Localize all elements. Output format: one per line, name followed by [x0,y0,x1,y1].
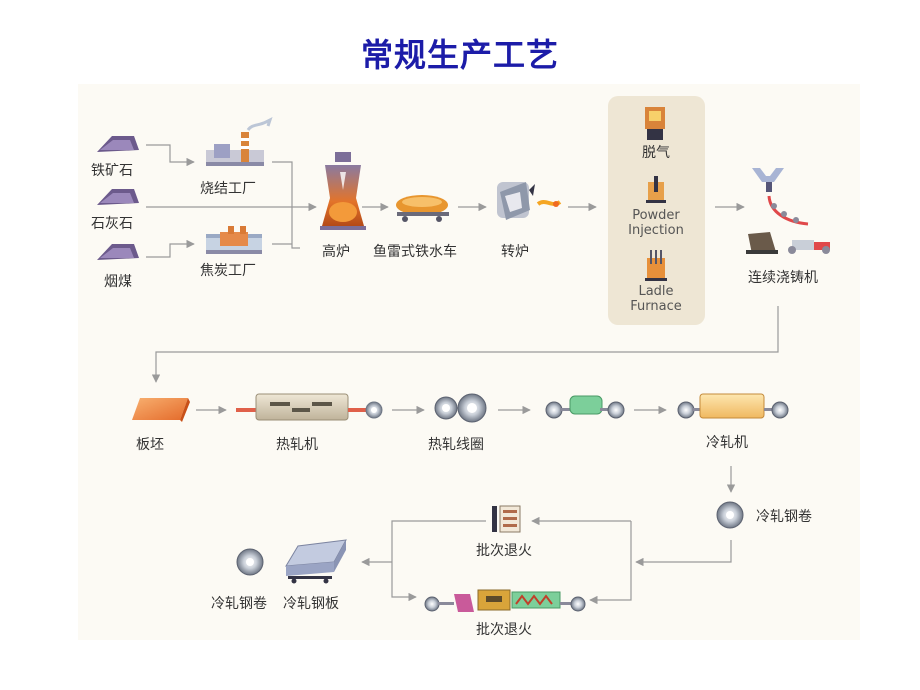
ladle-furnace-icon [645,250,667,281]
label-powder-line: Powder [632,208,680,223]
flow-arrows [146,144,779,605]
coke-plant-icon [206,226,262,254]
label-slab: 板坯 [136,437,164,453]
label-torpedo-car: 鱼雷式铁水车 [373,244,457,260]
limestone-icon [97,189,139,205]
degassing-icon [645,107,665,140]
label-coal: 烟煤 [104,274,132,290]
torpedo-car-icon [396,195,449,222]
label-coke-plant: 焦炭工厂 [200,263,256,279]
converter-icon [497,182,562,220]
diagram-panel [78,84,860,640]
label-continuous-caster: 连续浇铸机 [748,270,818,286]
sinter-plant-icon [206,117,273,166]
hot-rolling-mill-icon [236,393,383,421]
label-hot-rolling-mill: 热轧机 [276,437,318,453]
powder-injection-icon [646,176,666,203]
slab-icon [132,398,190,422]
continuous-annealing-line-icon [424,589,586,612]
label-powder-injection: Powder Injection [616,208,696,238]
cold-rolling-mill-icon [677,393,789,419]
page-title: 常规生产工艺 [360,36,559,74]
label-limestone: 石灰石 [91,216,133,232]
label-batch-annealing-bottom: 批次退火 [476,622,532,638]
label-ladle-furnace: Ladle Furnace [616,284,696,314]
label-cold-rolling-mill: 冷轧机 [706,435,748,451]
iron-ore-icon [97,136,139,152]
label-iron-ore: 铁矿石 [91,163,133,179]
cold-rolled-sheet-icon [285,539,347,584]
label-hot-rolled-coil: 热轧线圈 [428,437,484,453]
label-furnace-line: Furnace [630,299,682,314]
hot-rolled-coil-icon [434,393,487,423]
continuous-caster-icon [746,168,830,254]
label-cold-rolled-coil-right: 冷轧钢卷 [756,509,812,525]
label-cold-rolled-coil-left: 冷轧钢卷 [211,596,267,612]
pickling-line-icon [545,395,625,419]
batch-annealing-furnace-icon [492,505,521,533]
label-converter: 转炉 [501,244,529,260]
label-blast-furnace: 高炉 [322,244,350,260]
blast-furnace-icon [320,152,366,230]
label-injection-line: Injection [628,223,684,238]
cold-rolled-coil-icon [716,501,744,529]
coal-icon [97,244,139,260]
label-cold-rolled-sheet: 冷轧钢板 [283,596,339,612]
label-batch-annealing-top: 批次退火 [476,543,532,559]
label-sinter-plant: 烧结工厂 [200,181,256,197]
label-ladle-line: Ladle [638,284,674,299]
cold-rolled-coil-product-icon [236,548,264,576]
label-degassing: 脱气 [642,145,670,161]
